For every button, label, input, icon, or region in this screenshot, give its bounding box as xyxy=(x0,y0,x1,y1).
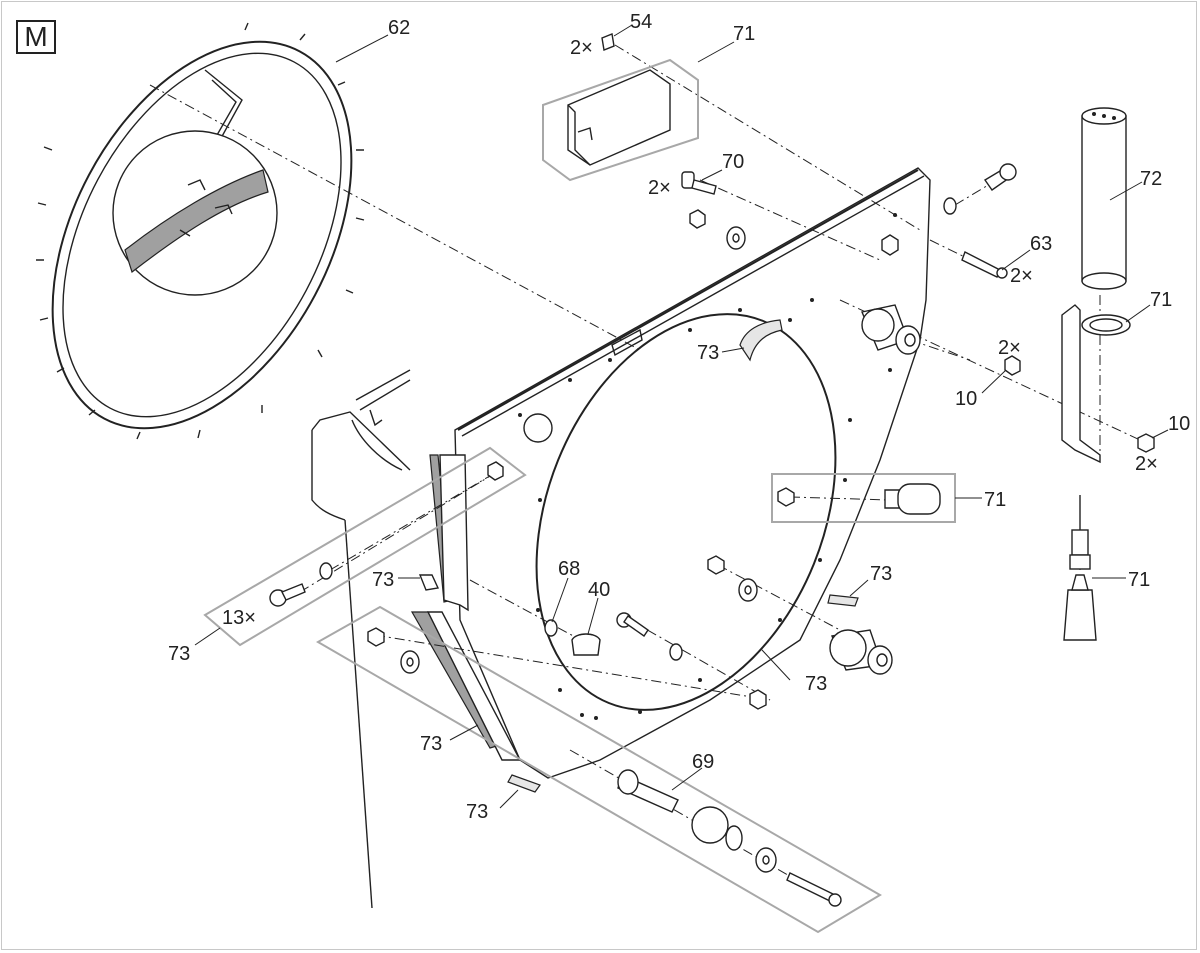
callout-54: 54 xyxy=(630,11,652,33)
callout-73-strip: 73 xyxy=(420,733,442,755)
callout-73-panel: 73 xyxy=(805,673,827,695)
gear-roller-upper xyxy=(861,304,921,355)
shaft-group-69 xyxy=(315,605,882,934)
callout-71-top: 71 xyxy=(733,23,755,45)
bracket-73-upper xyxy=(439,454,469,612)
callout-71-right: 71 xyxy=(1150,289,1172,311)
callout-10-qty-left: 2× xyxy=(998,337,1021,359)
callout-63: 63 xyxy=(1030,233,1052,255)
fasteners xyxy=(269,33,1155,710)
clip-73-right xyxy=(827,594,859,607)
callout-69: 69 xyxy=(692,751,714,773)
ring-part-62 xyxy=(36,22,365,440)
callout-71-sensor: 71 xyxy=(1128,569,1150,591)
callout-70: 70 xyxy=(722,151,744,173)
back-panel xyxy=(454,167,931,779)
clip-73-bottom xyxy=(507,774,541,793)
tube-part-72 xyxy=(1081,107,1127,290)
callout-40: 40 xyxy=(588,579,610,601)
bracket-group-71-top xyxy=(542,58,699,182)
clip-73-left xyxy=(418,574,440,591)
sensor-part-71 xyxy=(1063,495,1097,641)
clip-73-top xyxy=(739,319,783,362)
callout-54-qty: 2× xyxy=(570,37,593,59)
leader-lines xyxy=(194,24,1169,809)
gear-roller-lower xyxy=(829,629,893,675)
callout-10-qty-right: 2× xyxy=(1135,453,1158,475)
bracket-part-71-right xyxy=(1061,304,1131,464)
callout-10-right: 10 xyxy=(1168,413,1190,435)
callout-71-middle: 71 xyxy=(984,489,1006,511)
callout-73-top: 73 xyxy=(697,342,719,364)
callout-72: 72 xyxy=(1140,168,1162,190)
roller-group-71-middle xyxy=(771,473,956,523)
callout-73-right-clip: 73 xyxy=(870,563,892,585)
callout-labels: 62 54 2× 71 70 2× 72 63 2× 71 2× 10 10 2… xyxy=(168,11,1190,823)
housing-outline xyxy=(311,369,411,909)
callout-62: 62 xyxy=(388,17,410,39)
callout-10-left: 10 xyxy=(955,388,977,410)
callout-73-group: 73 xyxy=(168,643,190,665)
section-letter-box: M xyxy=(16,20,56,54)
callout-73-left-clip: 73 xyxy=(372,569,394,591)
callout-70-qty: 2× xyxy=(648,177,671,199)
callout-73-bottom-clip: 73 xyxy=(466,801,488,823)
callout-63-qty: 2× xyxy=(1010,265,1033,287)
screw-group-box-13x xyxy=(203,446,527,647)
callout-13-qty: 13× xyxy=(222,607,256,629)
callout-68: 68 xyxy=(558,558,580,580)
